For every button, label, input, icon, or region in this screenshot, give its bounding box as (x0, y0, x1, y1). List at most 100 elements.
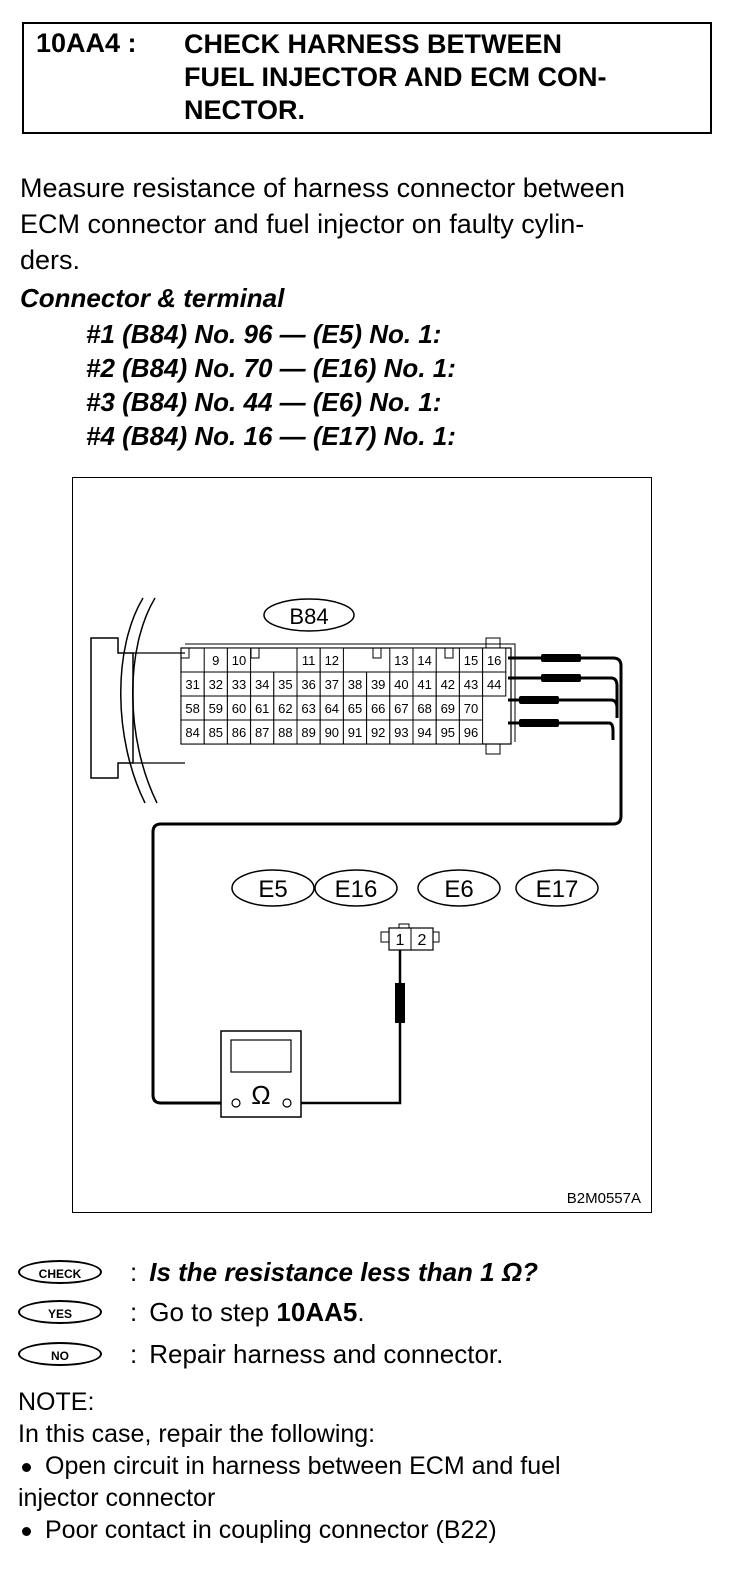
ecm-terminal-number: 68 (417, 701, 431, 716)
no-text: Repair harness and connector. (149, 1338, 504, 1369)
injector-label: E5 (258, 876, 287, 903)
ecm-terminal-number: 94 (417, 725, 431, 740)
injector-label-oval (417, 869, 501, 907)
harness-wires (151, 656, 623, 1105)
no-badge: NO (18, 1342, 102, 1366)
check-question: Is the resistance less than 1 Ω? (149, 1256, 539, 1287)
ecm-terminal-number: 66 (371, 701, 385, 716)
ecm-terminal-cell (482, 671, 507, 697)
injector-connector: 1 2 (380, 923, 440, 951)
connector-terminal-item: #1 (B84) No. 96 — (E5) No. 1: (86, 319, 442, 349)
ecm-terminal-number: 14 (417, 653, 431, 668)
ecm-terminal-number: 92 (371, 725, 385, 740)
ecm-terminal-number: 60 (232, 701, 246, 716)
ecm-terminal-number: 15 (464, 653, 478, 668)
ecm-terminal-number: 34 (255, 677, 269, 692)
ecm-terminal-number: 91 (348, 725, 362, 740)
ecm-terminal-number: 13 (394, 653, 408, 668)
step-title: CHECK HARNESS BETWEEN FUEL INJECTOR AND … (184, 28, 704, 127)
check-badge: CHECK (18, 1260, 102, 1284)
ecm-terminal-number: 10 (232, 653, 246, 668)
check-row: CHECK : Is the resistance less than 1 Ω? (18, 1255, 538, 1289)
note-label: NOTE: (18, 1388, 95, 1416)
note-bullet-1-cont: injector connector (18, 1484, 216, 1512)
injector-pin-2: 2 (418, 932, 427, 949)
ecm-terminal-number: 59 (209, 701, 223, 716)
ecm-terminal-number: 12 (325, 653, 339, 668)
ecm-terminal-number: 87 (255, 725, 269, 740)
ecm-terminal-number: 70 (464, 701, 478, 716)
ecm-terminal-number: 85 (209, 725, 223, 740)
yes-step-link[interactable]: 10AA5 (276, 1296, 358, 1327)
ecm-terminal-number: 36 (301, 677, 315, 692)
ecm-terminal-number: 93 (394, 725, 408, 740)
instruction-line: ders. (20, 245, 81, 275)
ecm-terminal-number: 39 (371, 677, 385, 692)
ecm-terminal-number: 43 (464, 677, 478, 692)
ecm-terminal-number: 40 (394, 677, 408, 692)
ecm-terminal-number: 41 (417, 677, 431, 692)
ecm-connector (90, 597, 516, 804)
step-title-line: NECTOR. (184, 95, 306, 125)
injector-pin-1: 1 (396, 932, 405, 949)
injector-label-oval (314, 869, 398, 907)
connector-terminal-item: #3 (B84) No. 44 — (E6) No. 1: (86, 387, 442, 417)
step-id: 10AA4 : (36, 28, 137, 58)
figure-code: B2M0557A (567, 1190, 641, 1207)
ecm-terminal-number: 62 (278, 701, 292, 716)
ecm-terminal-number: 42 (441, 677, 455, 692)
connector-terminal-heading: Connector & terminal (20, 283, 285, 313)
injector-label: E16 (335, 876, 378, 903)
yes-row: YES : Go to step 10AA5. (18, 1295, 365, 1329)
ecm-terminal-number: 65 (348, 701, 362, 716)
ecm-terminal-number: 44 (487, 677, 501, 692)
injector-label: E6 (444, 876, 473, 903)
ecm-terminal-number: 69 (441, 701, 455, 716)
note-bullet-2: Poor contact in coupling connector (B22) (18, 1514, 738, 1546)
note-section: NOTE: In this case, repair the following… (18, 1386, 738, 1546)
yes-text: Go to step (149, 1296, 277, 1327)
ecm-terminal-number: 64 (325, 701, 339, 716)
ecm-terminal-cell (458, 719, 484, 745)
connector-terminal-list: #1 (B84) No. 96 — (E5) No. 1: #2 (B84) N… (86, 317, 456, 453)
harness-connector-plugs (519, 654, 581, 727)
ecm-terminal-number: 63 (301, 701, 315, 716)
ecm-terminal-number: 61 (255, 701, 269, 716)
injector-label-oval (515, 869, 599, 907)
ecm-terminal-number: 88 (278, 725, 292, 740)
probe-lead (295, 950, 405, 1105)
ecm-connector-label: B84 (289, 604, 328, 629)
ecm-terminal-number: 96 (464, 725, 478, 740)
ecm-terminal-number: 58 (185, 701, 199, 716)
instruction-line: Measure resistance of harness connector … (20, 173, 625, 203)
instruction-line: ECM connector and fuel injector on fault… (20, 209, 585, 239)
step-title-line: FUEL INJECTOR AND ECM CON- (184, 62, 607, 92)
ecm-terminal-number: 67 (394, 701, 408, 716)
ecm-terminal-number: 37 (325, 677, 339, 692)
connector-terminal-item: #2 (B84) No. 70 — (E16) No. 1: (86, 353, 456, 383)
injector-connector-labels: E5 E16 E6 E17 (231, 869, 599, 907)
ohm-symbol: Ω (251, 1080, 270, 1110)
ecm-terminal-number: 38 (348, 677, 362, 692)
ohmmeter: Ω (220, 1030, 302, 1118)
note-bullet-1: Open circuit in harness between ECM and … (18, 1450, 738, 1482)
ecm-terminal-number: 86 (232, 725, 246, 740)
instruction-text: Measure resistance of harness connector … (20, 170, 720, 278)
ecm-terminal-number: 31 (185, 677, 199, 692)
injector-label: E17 (536, 876, 579, 903)
note-intro: In this case, repair the following: (18, 1420, 376, 1448)
injector-label-oval (231, 869, 315, 907)
ecm-terminal-number: 35 (278, 677, 292, 692)
ecm-terminal-number: 11 (302, 653, 316, 668)
ecm-terminal-number: 16 (487, 653, 501, 668)
bullet-icon (22, 1462, 31, 1472)
bullet-icon (22, 1526, 31, 1536)
connector-terminal-item: #4 (B84) No. 16 — (E17) No. 1: (86, 421, 456, 451)
no-row: NO : Repair harness and connector. (18, 1337, 503, 1371)
step-header: 10AA4 : CHECK HARNESS BETWEEN FUEL INJEC… (22, 22, 712, 134)
ecm-terminal-number: 95 (441, 725, 455, 740)
ecm-terminal-number: 89 (301, 725, 315, 740)
ecm-terminal-number: 33 (232, 677, 246, 692)
